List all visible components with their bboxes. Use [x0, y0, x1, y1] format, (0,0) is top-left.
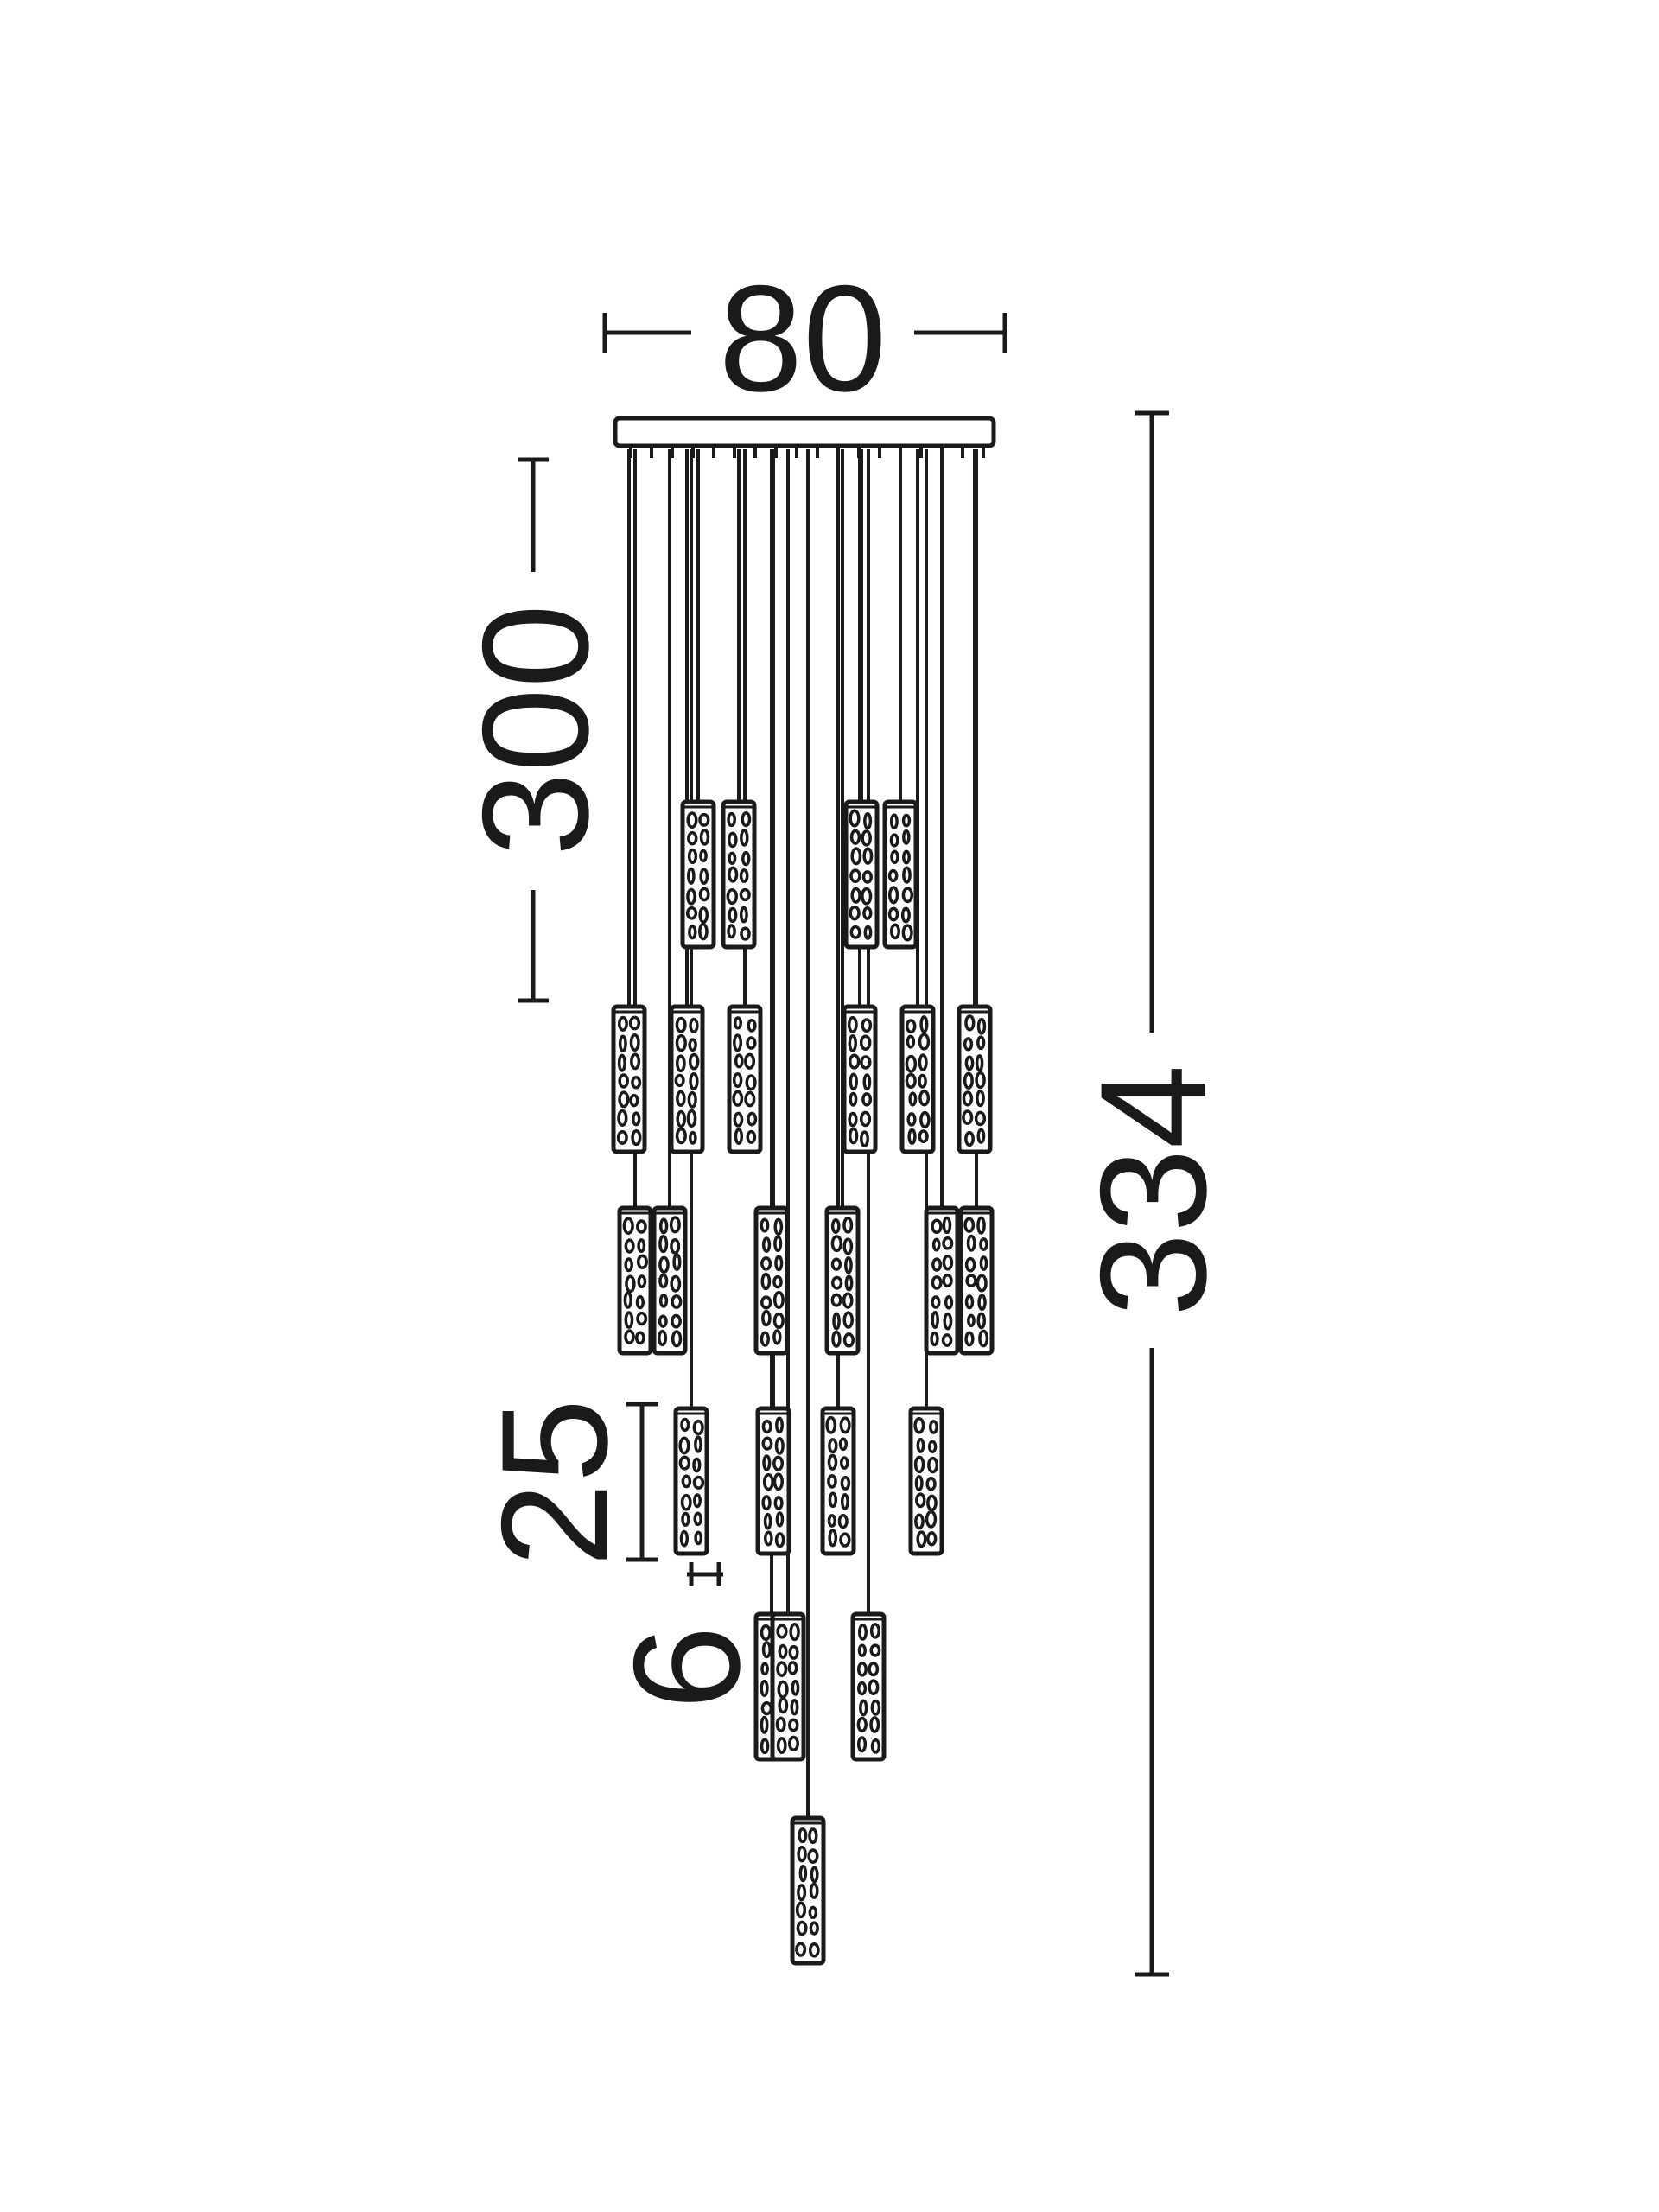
pendants: [611, 799, 995, 1966]
cable-length-label: 300: [452, 604, 620, 856]
pendant-height-label: 25: [471, 1399, 639, 1567]
pendant-cylinder: [958, 1205, 995, 1356]
cable-length-dimension: [518, 457, 549, 1003]
width-label: 80: [719, 255, 887, 423]
pendant-cylinder: [843, 799, 880, 950]
pendant-cylinder: [652, 1205, 688, 1356]
pendant-diameter-label: 6: [603, 1625, 772, 1709]
pendant-cylinder: [820, 1406, 856, 1556]
pendant-cylinder: [770, 1611, 806, 1762]
pendant-cylinder: [908, 1406, 944, 1556]
pendant-cylinder: [882, 799, 918, 950]
pendant-cylinder: [680, 799, 716, 950]
pendant-cylinder: [957, 1004, 993, 1154]
total-height-dimension: [1135, 410, 1169, 1977]
width-dimension: [602, 313, 1007, 353]
ceiling-canopy: [613, 416, 996, 448]
pendant-cylinder: [611, 1004, 647, 1154]
pendant-cylinder: [721, 799, 757, 950]
pendant-cylinder: [824, 1205, 861, 1356]
pendant-cylinder: [842, 1004, 878, 1154]
pendant-cylinder: [850, 1611, 887, 1762]
pendant-cylinder: [727, 1004, 763, 1154]
pendant-cylinder: [753, 1205, 790, 1356]
total-height-label: 334: [1070, 1065, 1238, 1317]
pendant-cylinder: [617, 1205, 653, 1356]
pendant-cylinder: [673, 1406, 709, 1556]
pendant-height-dimension: [626, 1402, 658, 1562]
pendant-cylinder: [899, 1004, 936, 1154]
pendant-cylinder: [924, 1205, 960, 1356]
pendant-cylinder: [669, 1004, 705, 1154]
pendant-diameter-dimension: [687, 1562, 723, 1586]
pendant-cylinder: [790, 1815, 826, 1966]
pendant-cylinder: [755, 1406, 791, 1556]
